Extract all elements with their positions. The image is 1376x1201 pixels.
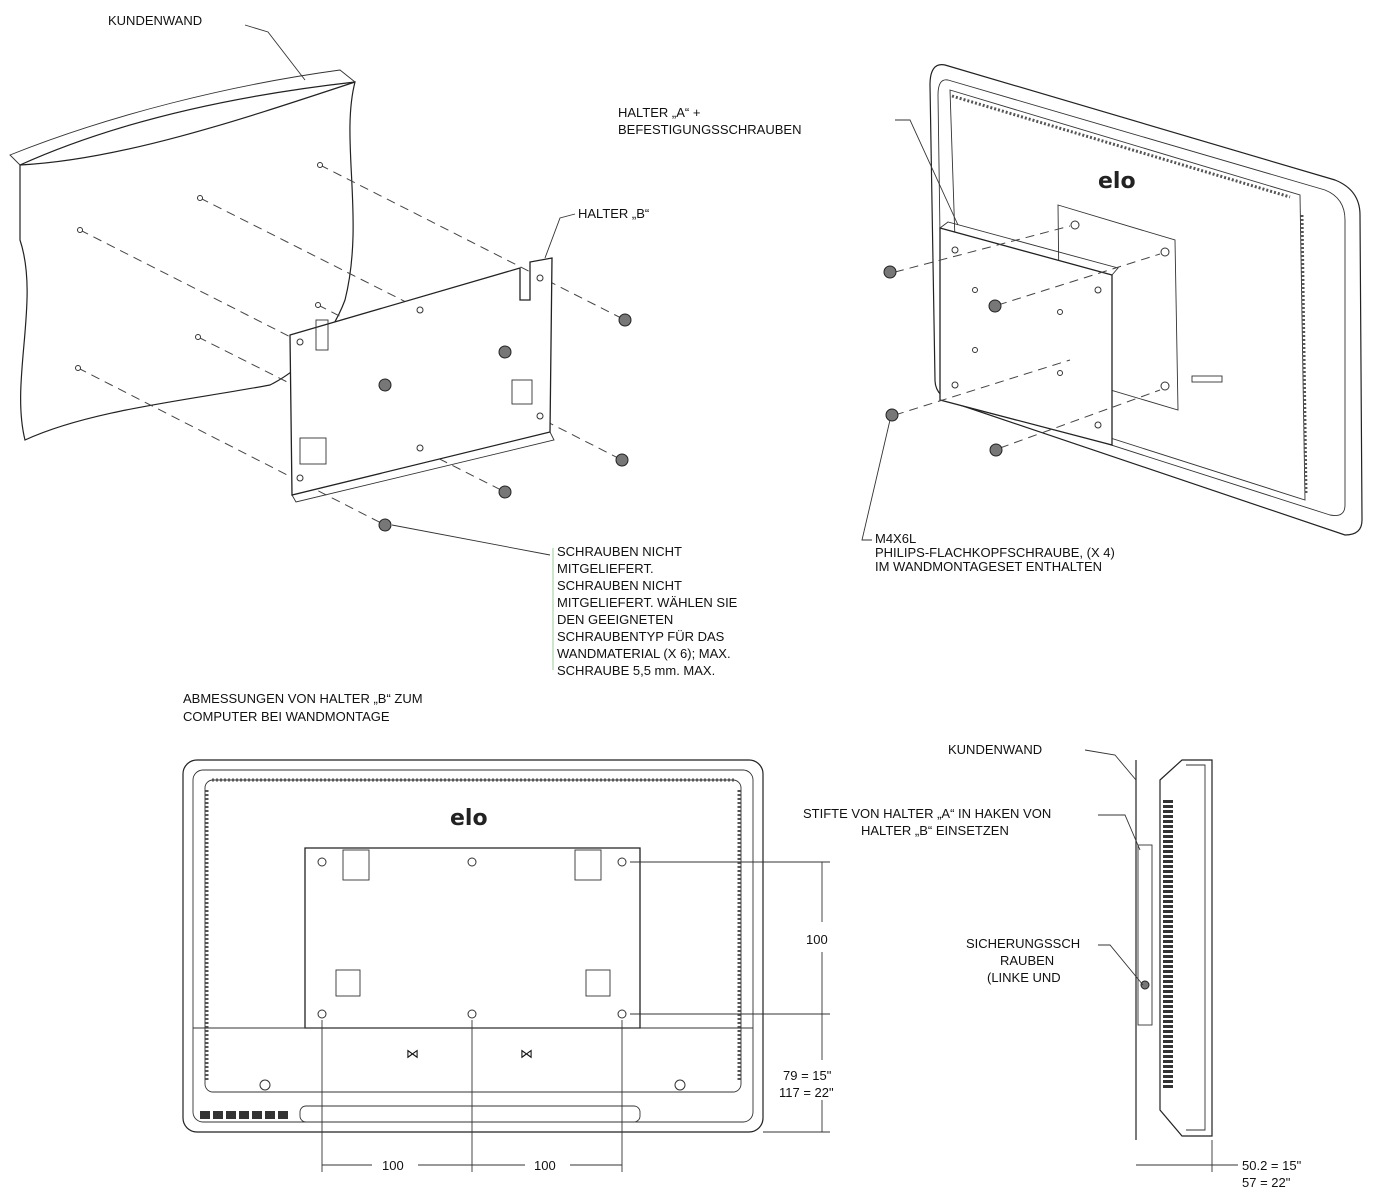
bracket-b-front-hook [574,849,602,881]
dim-offset-line2: 117 = 22" [779,1085,834,1100]
monitor-rear-view: elo HALTER „A“ + BEFESTIGUNGSSCHRAUB [618,64,1363,574]
monitor-front-outer [182,759,764,1133]
bracket-a-flange [939,221,1119,276]
side-view: KUNDENWAND STIFTE VON HALTER „A“ IN HAKE… [803,742,1302,1190]
dim-depth-line1: 50.2 = 15" [1242,1158,1302,1173]
bracket-b-plate [289,257,553,496]
alignment-line [199,197,506,353]
safety-leader [1098,944,1144,986]
bracket-b-lip [291,431,555,503]
monitor-side-inner [1186,764,1206,1131]
svg-text:SCHRAUBEN NICHT: SCHRAUBEN NICHT [557,544,682,559]
pins-label-line2: HALTER „B“ EINSETZEN [861,823,1009,838]
dim-100-left: 100 [382,1158,404,1173]
vent-strip [1300,214,1308,496]
spare-screw [1191,375,1223,383]
dim-depth-line2: 57 = 22" [1242,1175,1291,1190]
svg-text:SCHRAUBE 5,5 mm. MAX.: SCHRAUBE 5,5 mm. MAX. [557,663,715,678]
wall-label-leader [1084,749,1137,781]
bracket-b-label: HALTER „B“ [578,206,649,221]
svg-text:MITGELIEFERT. WÄHLEN SIE: MITGELIEFERT. WÄHLEN SIE [557,595,738,610]
svg-text:DEN GEEIGNETEN: DEN GEEIGNETEN [557,612,673,627]
front-elevation-view: ABMESSUNGEN VON HALTER „B“ ZUM COMPUTER … [182,691,834,1173]
bracket-b-hook [315,319,329,351]
vent-strip [951,94,1291,199]
dim-100-right: 100 [534,1158,556,1173]
alignment-line [77,367,386,526]
monitor-inner-frame [937,79,1346,516]
svg-text:MITGELIEFERT.: MITGELIEFERT. [557,561,654,576]
elo-logo-top: elo [1098,169,1136,194]
bowtie-icon: ⋈ [406,1046,419,1061]
bracket-b-front-hook [585,969,611,997]
dim-100-vertical: 100 [806,932,828,947]
wall-screws [378,313,632,532]
bracket-a-plate [939,227,1113,446]
wall-holes [75,162,323,371]
bracket-a-holes [951,246,1102,429]
alignment-line [894,359,1071,416]
screws-note: SCHRAUBEN NICHT MITGELIEFERT. SCHRAUBEN … [557,544,738,678]
customer-wall-label-side: KUNDENWAND [948,742,1042,757]
dimensions-title-line1: ABMESSUNGEN VON HALTER „B“ ZUM [183,691,423,706]
bracket-b-hook [299,437,327,465]
bracket-a-label-line1: HALTER „A“ + [618,105,700,120]
alignment-line [999,389,1161,449]
pins-label-line1: STIFTE VON HALTER „A“ IN HAKEN VON [803,806,1051,821]
screw-note-leader [391,524,551,556]
pins-leader [1098,814,1141,851]
knob-icon [259,1079,271,1091]
customer-wall-label-top: KUNDENWAND [108,13,202,28]
dim-vertical-100: 100 [630,861,830,1015]
bracket-a-leader [895,119,959,226]
dim-horizontal-100: 100 100 [321,1020,623,1173]
m4-label-line3: IM WANDMONTAGESET ENTHALTEN [875,559,1102,574]
bracket-b-holes [296,274,544,482]
bracket-b-front [304,847,641,1029]
svg-text:WANDMATERIAL (X 6); MAX.: WANDMATERIAL (X 6); MAX. [557,646,731,661]
monitor-outer-frame [929,64,1363,536]
dimensions-title-line2: COMPUTER BEI WANDMONTAGE [183,709,390,724]
alignment-line [319,164,626,321]
monitor-side-body [1159,759,1213,1137]
safety-label-line2: RAUBEN [1000,953,1054,968]
bracket-b-front-holes [317,857,627,1019]
safety-label-line3: (LINKE UND [987,970,1061,985]
wall-slab-top-edge [19,81,356,166]
m4-label-line2: PHILIPS-FLACHKOPFSCHRAUBE, (X 4) [875,545,1115,560]
m4-label-line1: M4X6L [875,531,916,546]
wall-exploded-view: KUNDENWAND HALTER „B“ SCHRAUBEN NICHT MI… [9,13,738,678]
bracket-a-label-line2: BEFESTIGUNGSSCHRAUBEN [618,122,801,137]
wall-slab-thickness [9,69,356,166]
safety-screw [1140,980,1150,990]
bracket-b-leader [544,213,576,259]
stand-notch [299,1105,641,1123]
svg-text:SCHRAUBEN NICHT: SCHRAUBEN NICHT [557,578,682,593]
alignment-line [894,225,1071,273]
dim-offset-line1: 79 = 15" [783,1068,832,1083]
bracket-side [1137,844,1153,1026]
bracket-b-front-hook [342,849,370,881]
wall-label-leader [244,24,306,81]
dim-bottom-offset: 79 = 15" 117 = 22" [763,1014,834,1133]
m4-screws [883,265,1003,457]
bracket-b-hook [511,379,533,405]
elo-logo-front: elo [450,806,488,831]
dim-depth: 50.2 = 15" 57 = 22" [1136,1140,1302,1190]
bowtie-icon: ⋈ [520,1046,533,1061]
m4-leader [861,419,891,541]
alignment-line [997,253,1161,306]
bracket-b-front-hook [335,969,361,997]
safety-label-line1: SICHERUNGSSCH [966,936,1080,951]
svg-text:SCHRAUBENTYP FÜR DAS: SCHRAUBENTYP FÜR DAS [557,629,725,644]
knob-icon [674,1079,686,1091]
